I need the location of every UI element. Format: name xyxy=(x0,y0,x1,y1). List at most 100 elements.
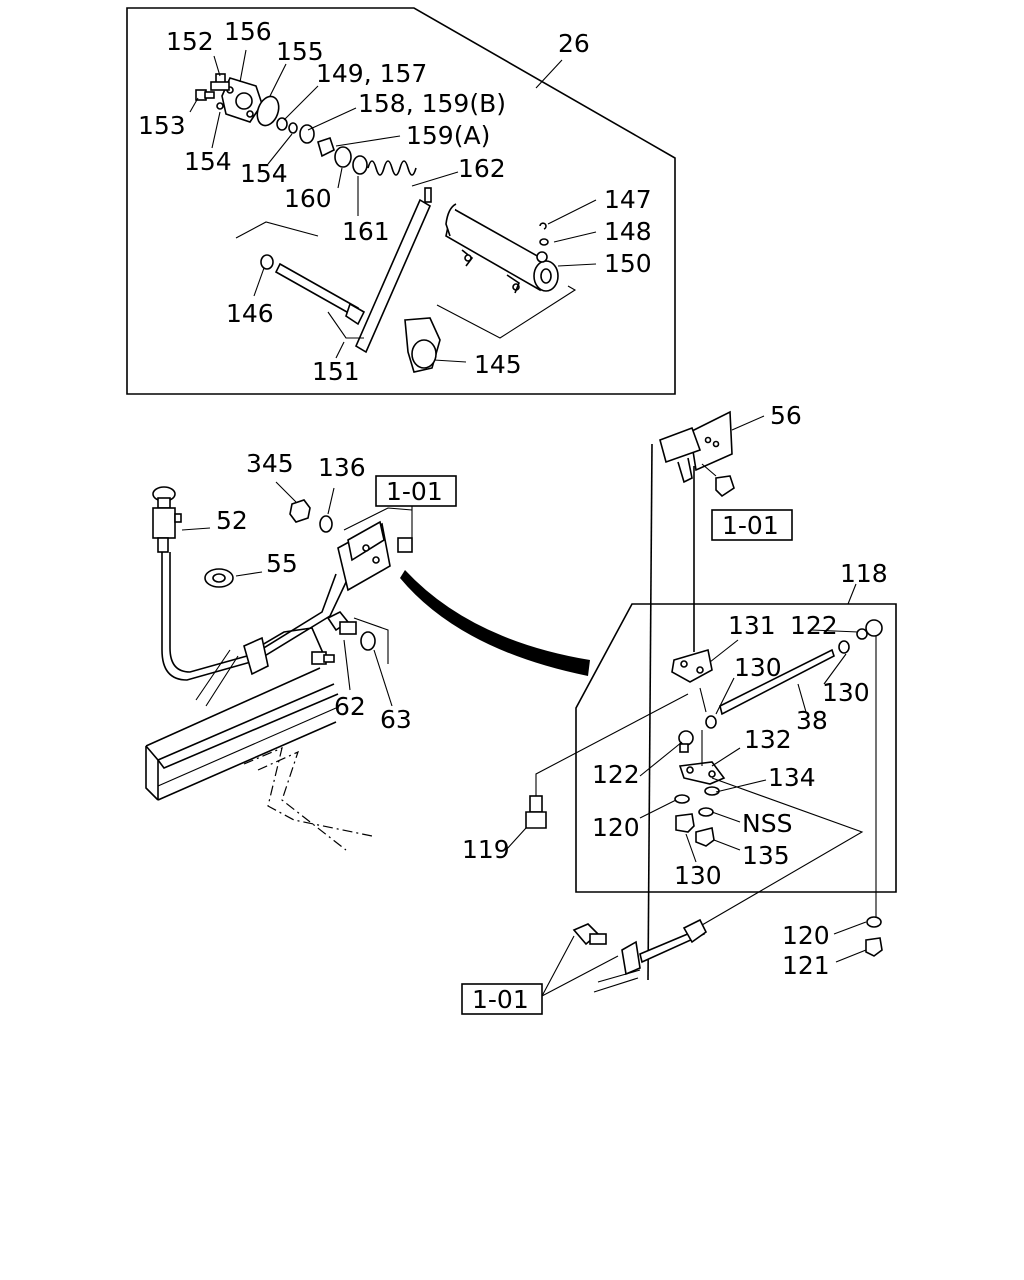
rod-long xyxy=(647,443,653,981)
harness-clamp xyxy=(243,636,269,676)
bolt-119-line xyxy=(535,693,689,796)
label-152: 152 xyxy=(166,27,214,56)
cylinder-150-icon xyxy=(445,203,559,294)
label-122-a: 122 xyxy=(790,611,838,640)
label-345: 345 xyxy=(246,449,294,478)
label-147: 147 xyxy=(604,185,652,214)
label-145: 145 xyxy=(474,350,522,379)
washer-148-icon xyxy=(539,238,549,246)
label-nss: NSS xyxy=(742,809,792,838)
label-120-b: 120 xyxy=(782,921,830,950)
lower-bolt-icon xyxy=(572,923,607,946)
washer-136-icon xyxy=(319,515,333,533)
label-153: 153 xyxy=(138,111,186,140)
label-131: 131 xyxy=(728,611,776,640)
pin-162-icon xyxy=(424,187,432,203)
nut-345-icon xyxy=(289,499,311,523)
cable-end xyxy=(195,649,239,707)
nut-121-icon xyxy=(865,937,883,957)
washer-134-icon xyxy=(704,786,720,796)
label-120-a: 120 xyxy=(592,813,640,842)
ring-154b-icon xyxy=(288,122,298,134)
frame-dashed-2 xyxy=(257,750,347,851)
label-135: 135 xyxy=(742,841,790,870)
nut-130c-icon xyxy=(675,813,695,833)
label-149-157: 149, 157 xyxy=(316,59,427,88)
swept-arrow xyxy=(400,570,590,676)
spring-162-icon xyxy=(367,160,417,176)
label-154-b: 154 xyxy=(240,159,288,188)
label-160: 160 xyxy=(284,184,332,213)
leaders-right xyxy=(505,415,867,963)
label-132: 132 xyxy=(744,725,792,754)
ref-label-b[interactable]: 1-01 xyxy=(722,511,779,540)
rod-38-icon xyxy=(719,648,835,716)
label-162: 162 xyxy=(458,154,506,183)
knob-52-icon xyxy=(152,486,182,553)
frame-rail-icon xyxy=(145,667,339,801)
ring-149-icon xyxy=(276,117,288,131)
bracket-icon xyxy=(337,520,413,592)
label-154-a: 154 xyxy=(184,147,232,176)
label-148: 148 xyxy=(604,217,652,246)
lever-151-icon xyxy=(354,198,432,354)
joint-122b-icon xyxy=(678,730,694,753)
washer-frame xyxy=(353,617,389,664)
clip-147-icon xyxy=(539,222,547,230)
screw-153-icon xyxy=(195,89,215,101)
label-62: 62 xyxy=(334,692,366,721)
label-156: 156 xyxy=(224,17,272,46)
label-56: 56 xyxy=(770,401,802,430)
cable-52 xyxy=(161,552,349,681)
label-38: 38 xyxy=(796,706,828,735)
bracket-line-145 xyxy=(436,285,577,339)
bolt-62-icon xyxy=(326,610,357,635)
washer-nss-icon xyxy=(698,807,714,817)
nut-56-icon xyxy=(715,475,735,498)
detail-line-1 xyxy=(699,687,707,713)
boot-145-icon xyxy=(404,317,441,373)
ref-label-a[interactable]: 1-01 xyxy=(386,477,443,506)
bolt-119-icon xyxy=(525,795,547,829)
bracket-line-160 xyxy=(235,221,319,239)
leaders-left xyxy=(181,481,393,707)
washer-63-icon xyxy=(360,631,376,651)
ref-leader-c xyxy=(541,935,619,997)
washer-161-icon xyxy=(352,155,368,175)
detail-frame-118 xyxy=(575,603,897,893)
label-136: 136 xyxy=(318,453,366,482)
label-130-c: 130 xyxy=(674,861,722,890)
leaders-inset xyxy=(189,49,597,363)
washer-120b-icon xyxy=(866,916,882,928)
connector-icon xyxy=(311,651,335,665)
lever-131-icon xyxy=(671,648,713,683)
ref-label-c[interactable]: 1-01 xyxy=(472,985,529,1014)
cable-52-outer xyxy=(169,552,337,673)
frame-dashed xyxy=(243,746,373,837)
label-118: 118 xyxy=(840,559,888,588)
label-55: 55 xyxy=(266,549,298,578)
label-150: 150 xyxy=(604,249,652,278)
label-52: 52 xyxy=(216,506,248,535)
label-155: 155 xyxy=(276,37,324,66)
washer-120-icon xyxy=(674,794,690,804)
bracket-guide xyxy=(343,507,413,531)
washer-154-icon xyxy=(216,102,224,110)
label-161: 161 xyxy=(342,217,390,246)
label-26: 26 xyxy=(558,29,590,58)
label-63: 63 xyxy=(380,705,412,734)
part-labels: 26 152 156 155 149, 157 158, 159(B) 159(… xyxy=(138,17,888,980)
screw-152-icon xyxy=(210,73,230,91)
lower-link-line xyxy=(689,777,864,933)
label-122-b: 122 xyxy=(592,760,640,789)
label-151: 151 xyxy=(312,357,360,386)
lower-base xyxy=(593,969,641,993)
bracket-56-icon xyxy=(659,410,733,484)
nut-leader xyxy=(701,463,717,477)
ref-box-1-01-b[interactable] xyxy=(711,509,793,541)
ref-box-1-01-a[interactable] xyxy=(375,475,457,507)
lower-joint-icon xyxy=(682,918,708,944)
label-158-159b: 158, 159(B) xyxy=(358,89,506,118)
rod-146-icon xyxy=(260,254,366,326)
ref-box-1-01-c[interactable] xyxy=(461,983,543,1015)
